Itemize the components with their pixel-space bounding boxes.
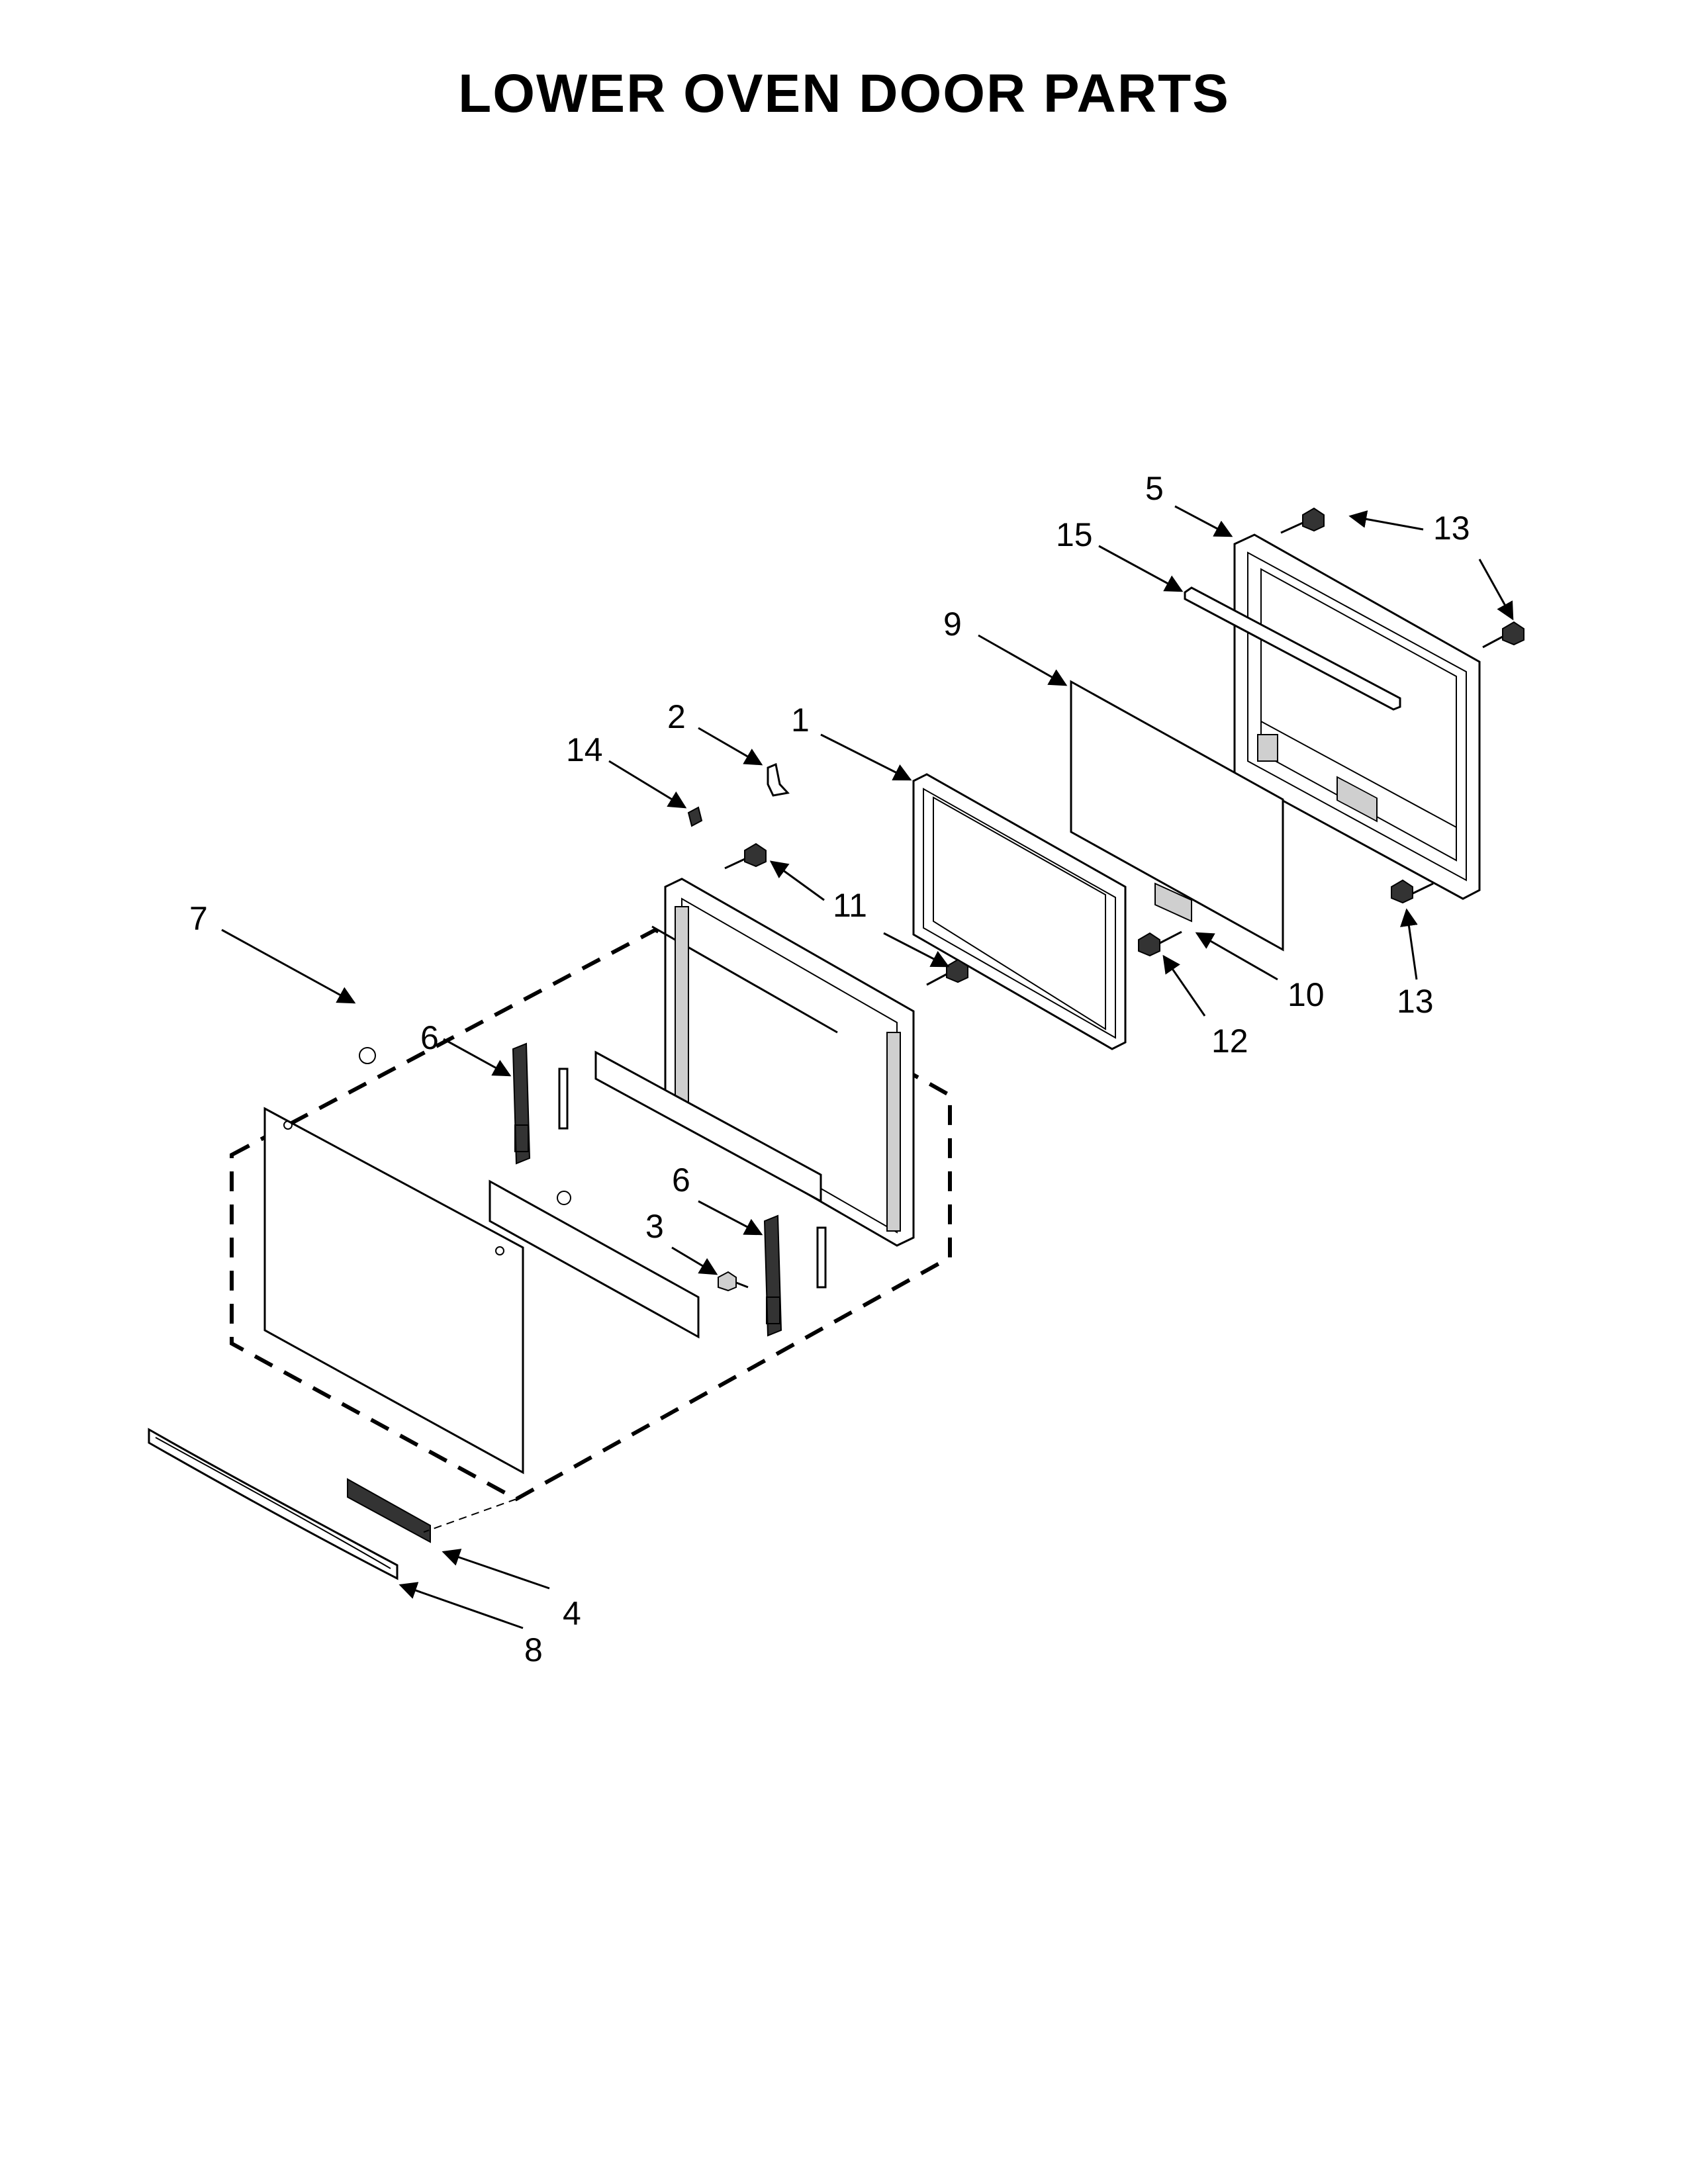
callout-4: 4 (563, 1595, 581, 1632)
part-10-bracket (1154, 882, 1192, 923)
part-9-glass-panel (1070, 680, 1284, 952)
part-15-rail (1184, 586, 1401, 711)
callout-1: 1 (791, 702, 810, 739)
callout-13-top: 13 (1433, 510, 1470, 547)
callout-3: 3 (645, 1208, 664, 1245)
part-3-screw (718, 1271, 749, 1292)
callout-13-bottom: 13 (1397, 983, 1434, 1020)
part-5-inner-door-frame (1233, 533, 1481, 900)
callout-7: 7 (189, 900, 208, 937)
part-12-screw (1138, 931, 1182, 957)
part-13-screw-bottom (1391, 879, 1434, 904)
callout-8: 8 (524, 1631, 543, 1668)
callout-15: 15 (1056, 516, 1093, 553)
part-7-outer-door-assembly (230, 878, 952, 1502)
page-title: LOWER OVEN DOOR PARTS (458, 64, 1230, 124)
callout-labels: 5 15 13 9 1 2 14 11 7 10 13 12 6 6 3 4 8 (189, 470, 1470, 1668)
callout-9: 9 (943, 606, 962, 643)
part-6-hinge-left (512, 1042, 531, 1165)
callout-5: 5 (1145, 470, 1164, 507)
part-4-badge (347, 1478, 517, 1543)
part-14-clip (687, 806, 703, 827)
part-13-screw-right (1482, 621, 1524, 649)
part-2-clip (767, 762, 790, 797)
callout-2: 2 (667, 698, 686, 735)
callout-12: 12 (1211, 1023, 1248, 1060)
callout-6-left: 6 (420, 1019, 439, 1056)
leader-lines (221, 505, 1514, 1629)
callout-6-right: 6 (672, 1161, 690, 1199)
callout-10: 10 (1288, 976, 1325, 1013)
part-6-hinge-right (763, 1214, 782, 1337)
part-13-screw-top (1280, 507, 1325, 534)
callout-14: 14 (566, 731, 603, 768)
part-11-screw-left (724, 842, 767, 870)
part-1-door-frame (912, 773, 1127, 1050)
part-11-screw-right (926, 958, 968, 986)
part-8-handle (148, 1428, 399, 1580)
callout-11: 11 (833, 887, 867, 924)
